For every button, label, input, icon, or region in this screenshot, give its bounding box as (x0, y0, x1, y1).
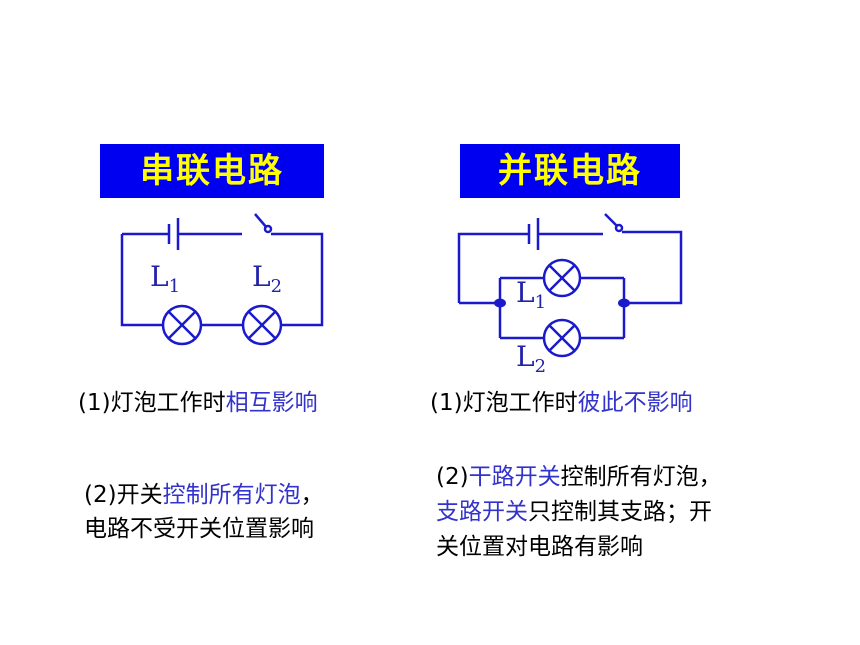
series-note-1: (1)灯泡工作时相互影响 (78, 390, 318, 416)
parallel-junction-right (618, 298, 630, 308)
parallel-lamp2-label: L2 (516, 340, 546, 377)
series-battery-icon (167, 218, 180, 250)
series-lamp1-icon (161, 304, 203, 346)
parallel-note-2: (2)干路开关控制所有灯泡， (436, 464, 722, 490)
series-note-2: (2)开关控制所有灯泡， (84, 482, 324, 508)
parallel-circuit (457, 213, 683, 358)
series-lamp1-label: L1 (150, 260, 180, 297)
parallel-lamp2-icon (542, 318, 582, 358)
series-switch-icon (254, 213, 273, 234)
parallel-junction-left (494, 298, 506, 308)
parallel-note-2-line3: 关位置对电路有影响 (436, 534, 643, 560)
series-lamp2-icon (241, 304, 283, 346)
parallel-note-1: (1)灯泡工作时彼此不影响 (430, 390, 693, 416)
series-circuit-title: 串联电路 (100, 144, 324, 198)
parallel-battery-icon (527, 218, 540, 250)
series-wire-bottom-left (120, 234, 163, 327)
parallel-circuit-title: 并联电路 (460, 144, 680, 198)
series-wire-top-right (271, 232, 324, 327)
parallel-wire-top-left (457, 232, 529, 303)
parallel-lamp1-label: L1 (516, 276, 546, 313)
parallel-switch-icon (604, 213, 624, 233)
series-note-2-line2: 电路不受开关位置影响 (84, 516, 314, 542)
series-lamp2-label: L2 (252, 260, 282, 297)
parallel-lamp1-icon (542, 258, 582, 298)
parallel-note-2-line2: 支路开关只控制其支路；开 (436, 499, 712, 525)
series-circuit (120, 213, 324, 346)
parallel-wire-top-right (622, 230, 683, 305)
